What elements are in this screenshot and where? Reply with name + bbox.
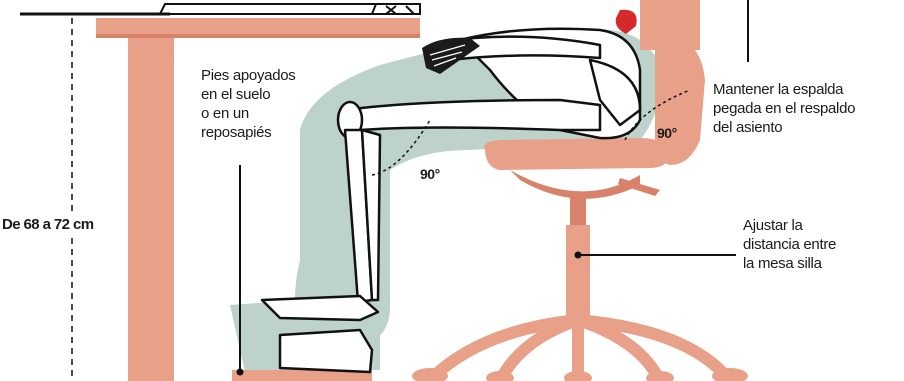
hip-angle-label: 90° [657, 125, 677, 141]
feet-label-line-4: reposapiés [201, 123, 296, 142]
feet-label: Pies apoyados en el suelo o en un reposa… [201, 66, 296, 142]
chair-seat [484, 138, 668, 199]
feet-label-line-2: en el suelo [201, 85, 296, 104]
head-accent [616, 10, 637, 34]
height-label: De 68 a 72 cm [0, 216, 95, 233]
back-label-line-2: pegada en el respaldo [713, 99, 855, 118]
adjust-label-line-3: la mesa silla [743, 254, 836, 273]
feet-label-line-1: Pies apoyados [201, 66, 296, 85]
feet-label-line-3: o en un [201, 104, 296, 123]
feet-leader-dot [237, 369, 244, 376]
back-label-line-3: del asiento [713, 118, 855, 137]
desk-top-edge [96, 34, 420, 38]
chair-column [566, 195, 590, 325]
desk-leg [128, 38, 174, 381]
adjust-label-line-2: distancia entre [743, 235, 836, 254]
laptop [160, 4, 420, 14]
knee-angle-label: 90° [420, 166, 440, 182]
adjust-label: Ajustar la distancia entre la mesa silla [743, 216, 836, 273]
adjust-label-line-1: Ajustar la [743, 216, 836, 235]
back-label-line-1: Mantener la espalda [713, 80, 855, 99]
back-label: Mantener la espalda pegada en el respald… [713, 80, 855, 137]
